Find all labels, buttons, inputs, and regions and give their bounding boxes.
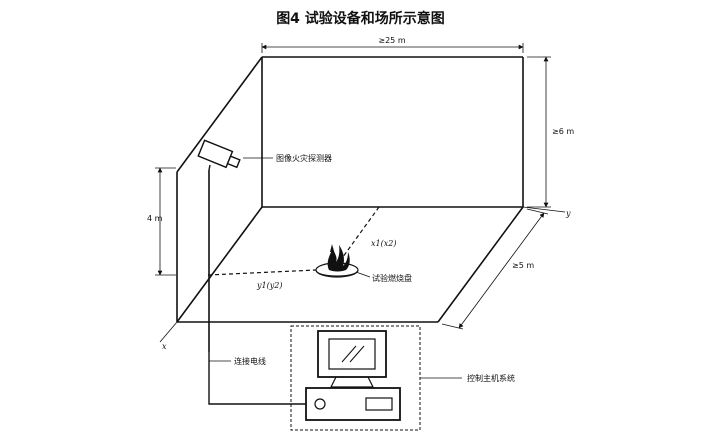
y-axis-label: y (565, 209, 571, 218)
detector-label: 图像火灾探测器 (276, 153, 332, 163)
camera-icon (197, 139, 241, 171)
floor-left-edge (176, 206, 263, 323)
width-label: ≥5 m (512, 261, 534, 270)
x1x2-label: x1(x2) (371, 239, 396, 248)
x-axis-label: x (162, 342, 167, 351)
y-axis-line (522, 206, 566, 213)
fire-pan-label: 试验燃烧盘 (372, 273, 412, 283)
y-distance-dashed-line (207, 269, 317, 276)
x-axis-line (159, 321, 178, 343)
length-label: ≥25 m (378, 36, 405, 45)
height-label: ≥6 m (552, 127, 574, 136)
flame-icon (327, 244, 350, 272)
floor-right-edge (437, 206, 524, 323)
control-label: 控制主机系统 (467, 373, 515, 383)
monitor-icon (317, 330, 387, 388)
connection-cable (208, 352, 306, 405)
x-distance-dashed-line (339, 206, 380, 262)
figure-title: 图4 试验设备和场所示意图 (276, 11, 445, 27)
mount-height-label: 4 m (147, 214, 163, 223)
length-dimension (261, 43, 524, 53)
side-wall-top-edge (176, 56, 263, 173)
cable-label: 连接电线 (234, 356, 266, 366)
width-dimension (441, 208, 549, 330)
y1y2-label: y1(y2) (256, 281, 282, 290)
fire-pan-leader (355, 271, 371, 278)
mount-height-dimension (155, 167, 176, 276)
room-outline (176, 56, 524, 323)
height-dimension (527, 56, 551, 208)
host-unit-icon (305, 387, 401, 421)
